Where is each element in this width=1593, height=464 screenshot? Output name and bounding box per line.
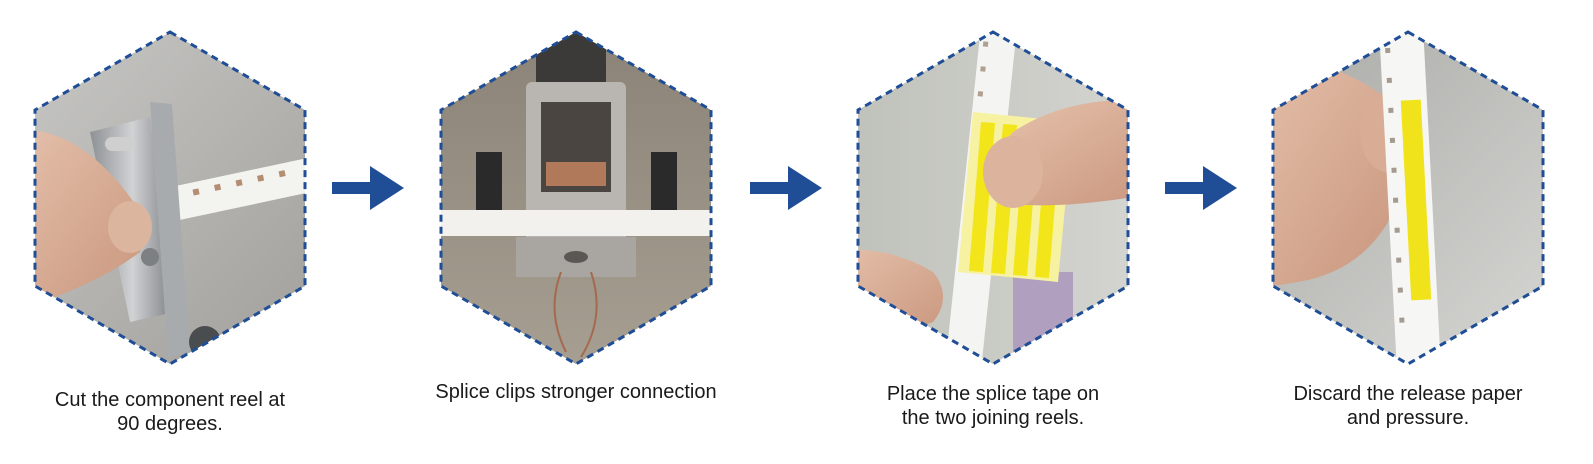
- step-splice-tape: Place the splice tape on the two joining…: [823, 0, 1163, 464]
- step-splice-clip: Splice clips stronger connection: [406, 0, 746, 464]
- step-splice-tape-photo: [856, 30, 1130, 366]
- step-splice-clip-caption: Splice clips stronger connection: [386, 380, 766, 404]
- step-discard-caption: Discard the release paper and pressure.: [1218, 382, 1593, 430]
- step-cut: Cut the component reel at 90 degrees.: [0, 0, 340, 464]
- arrow-right-icon: [1165, 166, 1237, 210]
- step-splice-clip-photo: [439, 30, 713, 366]
- caption-line: and pressure.: [1346, 407, 1470, 429]
- step-splice-tape-caption: Place the splice tape on the two joining…: [803, 382, 1183, 430]
- arrow-right-icon: [750, 166, 822, 210]
- caption-line: the two joining reels.: [901, 407, 1085, 429]
- caption-line: Cut the component reel at: [54, 389, 286, 411]
- arrow-right-icon: [332, 166, 404, 210]
- caption-line: Splice clips stronger connection: [435, 381, 717, 403]
- step-cut-photo: [33, 30, 307, 366]
- caption-line: Place the splice tape on: [886, 383, 1100, 405]
- step-discard: Discard the release paper and pressure.: [1238, 0, 1578, 464]
- step-cut-caption: Cut the component reel at 90 degrees.: [0, 388, 360, 436]
- caption-line: Discard the release paper: [1293, 383, 1523, 405]
- step-discard-photo: [1271, 30, 1545, 366]
- caption-line: 90 degrees.: [117, 413, 223, 435]
